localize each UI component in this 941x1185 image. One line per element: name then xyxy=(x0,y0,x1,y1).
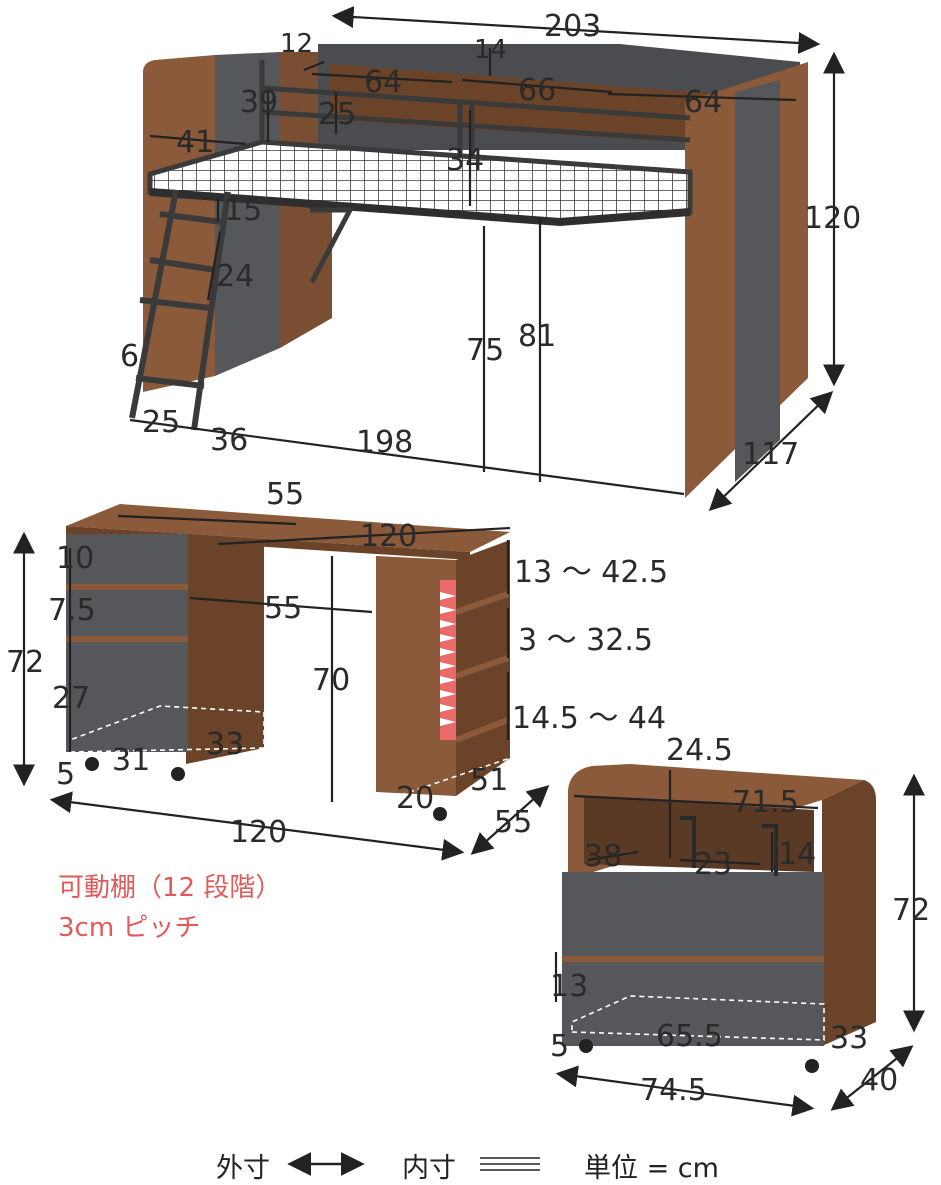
wagon-dim-24-5: 24.5 xyxy=(666,733,733,768)
wagon-dim-23: 23 xyxy=(694,847,732,882)
bed-dim-25: 25 xyxy=(318,97,356,132)
desk-shelf-range-2: 3 〜 32.5 xyxy=(518,623,653,658)
desk-dim-27: 27 xyxy=(52,681,90,716)
wagon-dim-72: 72 xyxy=(892,893,930,928)
bed-dim-66: 66 xyxy=(518,73,556,108)
desk-shelf-unit xyxy=(376,556,456,796)
desk xyxy=(66,504,511,821)
wagon-dim-38: 38 xyxy=(584,839,622,874)
wagon-dim-5: 5 xyxy=(550,1029,569,1064)
bed-dim-36: 36 xyxy=(210,423,248,458)
legend-inner-label: 内寸 xyxy=(402,1153,456,1184)
bed-dim-64a: 64 xyxy=(364,65,402,100)
desk-top xyxy=(66,504,510,552)
wagon-dim-74-5: 74.5 xyxy=(640,1073,707,1108)
wagon-dimension-lines xyxy=(554,770,925,1117)
desk-drawer-bottom xyxy=(66,642,188,752)
desk-dim-120-top: 120 xyxy=(360,519,417,554)
bed-dim-12: 12 xyxy=(280,29,313,59)
bed-dim-25b: 25 xyxy=(142,405,180,440)
bed-dim-34: 34 xyxy=(446,143,484,178)
movable-shelf-note-line1: 可動棚（12 段階） xyxy=(58,873,282,903)
bed-dim-120: 120 xyxy=(804,201,861,236)
desk-dim-10: 10 xyxy=(56,541,94,576)
bed-dim-24: 24 xyxy=(216,259,254,294)
desk-drawer-mid xyxy=(66,590,188,638)
desk-dim-72: 72 xyxy=(6,645,44,680)
desk-dim-20: 20 xyxy=(396,781,434,816)
wagon xyxy=(562,764,876,1073)
wagon-dim-14: 14 xyxy=(778,837,816,872)
movable-shelf-note-line2: 3cm ピッチ xyxy=(58,913,201,943)
bed-dim-117: 117 xyxy=(742,437,799,472)
desk-dim-51: 51 xyxy=(470,763,508,798)
bed-dim-14: 14 xyxy=(474,35,507,65)
desk-dim-55-depth: 55 xyxy=(494,805,532,840)
wagon-dim-33: 33 xyxy=(830,1021,868,1056)
desk-shelf-range-3: 14.5 〜 44 xyxy=(512,701,666,736)
bed-dim-81: 81 xyxy=(518,319,556,354)
wagon-drawer-top xyxy=(562,872,824,962)
wagon-dim-40: 40 xyxy=(860,1063,898,1098)
loft-bed xyxy=(129,44,808,498)
legend: 外寸 内寸 単位 = cm xyxy=(0,1142,941,1184)
wagon-dim-13: 13 xyxy=(550,969,588,1004)
desk-dim-33: 33 xyxy=(206,727,244,762)
bed-ladder xyxy=(129,189,231,431)
wagon-dim-71-5: 71.5 xyxy=(732,785,799,820)
desk-dim-7-5: 7.5 xyxy=(48,593,96,628)
desk-dim-55-inner: 55 xyxy=(264,591,302,626)
bed-dim-75: 75 xyxy=(466,333,504,368)
desk-dim-120-bottom: 120 xyxy=(230,815,287,850)
desk-shelf-range-1: 13 〜 42.5 xyxy=(514,555,668,590)
desk-dimension-lines xyxy=(13,514,550,861)
desk-dim-31: 31 xyxy=(112,743,150,778)
legend-unit-label: 単位 = cm xyxy=(584,1153,719,1184)
desk-dim-55-top: 55 xyxy=(266,477,304,512)
bed-dim-6: 6 xyxy=(120,339,139,374)
bed-dim-15: 15 xyxy=(224,193,262,228)
bed-dim-198: 198 xyxy=(356,425,413,460)
movable-shelf-note: 可動棚（12 段階） 3cm ピッチ xyxy=(58,868,281,948)
legend-outer-label: 外寸 xyxy=(216,1153,270,1184)
wagon-dim-65-5: 65.5 xyxy=(656,1019,723,1054)
bed-dimension-lines xyxy=(129,6,845,512)
legend-inner-line-icon xyxy=(480,1157,540,1171)
bed-dim-64b: 64 xyxy=(684,85,722,120)
bed-dim-41: 41 xyxy=(176,125,214,160)
desk-dim-70: 70 xyxy=(312,663,350,698)
wagon-drawer-bottom xyxy=(562,962,824,1046)
bed-dim-39: 39 xyxy=(240,85,278,120)
desk-dim-5: 5 xyxy=(56,757,75,792)
bed-dim-203: 203 xyxy=(544,9,601,44)
desk-drawer-top xyxy=(66,534,188,588)
